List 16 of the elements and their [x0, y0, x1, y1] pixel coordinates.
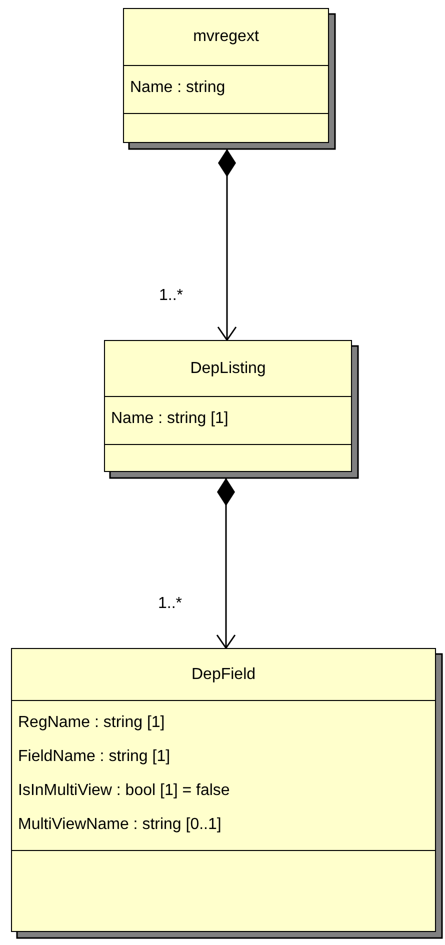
attribute-text: IsInMultiView : bool [1] = false [18, 781, 231, 800]
multiplicity-label: 1..* [158, 596, 182, 612]
composition-arrow [216, 478, 236, 649]
class-name: mvregext [193, 27, 259, 47]
class-name: DepField [191, 664, 256, 684]
attribute-text: Name : string [130, 78, 226, 97]
class-box [104, 340, 352, 472]
class-name: DepListing [190, 358, 266, 378]
composition-arrow [217, 149, 237, 341]
class-box [123, 8, 329, 143]
multiplicity-label: 1..* [159, 288, 184, 304]
attribute-text: RegName : string [1] [18, 713, 166, 732]
attribute-text: MultiViewName : string [0..1] [18, 815, 222, 834]
attribute-text: FieldName : string [1] [18, 747, 172, 766]
class-box [11, 648, 436, 932]
attribute-text: Name : string [1] [111, 409, 230, 428]
